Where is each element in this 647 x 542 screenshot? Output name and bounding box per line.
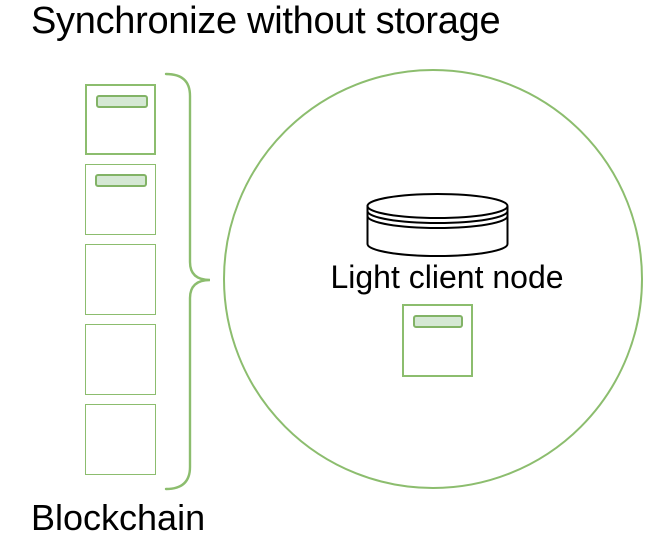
block-header-bar-icon (96, 95, 148, 108)
blockchain-label: Blockchain (31, 497, 206, 538)
blockchain-block (85, 244, 156, 315)
blockchain-block (85, 324, 156, 395)
blockchain-column (85, 84, 156, 484)
block-header-bar-icon (413, 315, 463, 328)
curly-brace-right-icon (164, 72, 211, 491)
blockchain-block (85, 164, 156, 235)
blockchain-block (85, 404, 156, 475)
block-header-bar-icon (95, 174, 147, 187)
diagram-title: Synchronize without storage (31, 0, 501, 42)
light-client-circle (223, 69, 643, 489)
database-cylinder-icon (366, 193, 509, 257)
light-client-label: Light client node (330, 259, 564, 295)
curly-brace-path (164, 72, 211, 491)
cylinder-rings (366, 205, 509, 229)
stored-block (402, 304, 473, 377)
blockchain-block (85, 84, 156, 155)
